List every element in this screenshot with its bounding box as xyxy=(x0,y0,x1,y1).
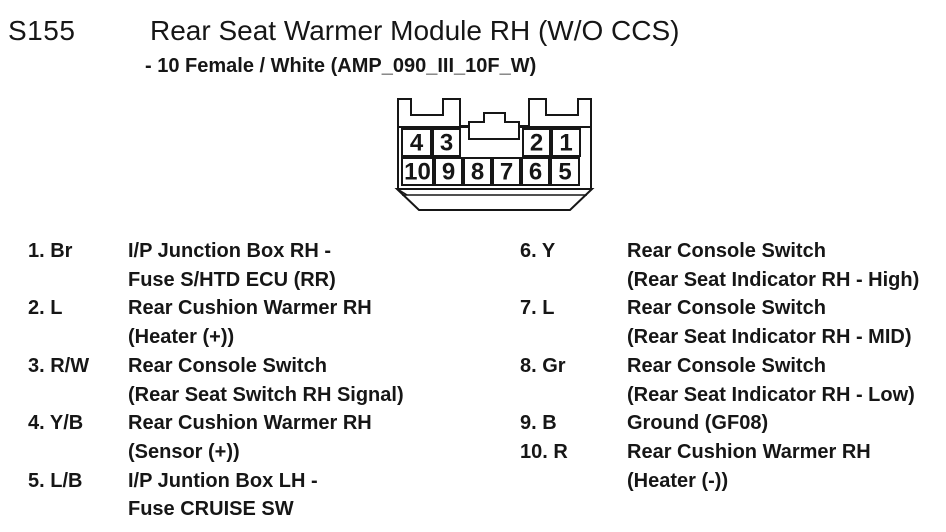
pin-cell-10 xyxy=(401,157,434,186)
pin-description-line: (Heater (-)) xyxy=(627,469,729,492)
pin-label: 9. B xyxy=(520,412,557,435)
pin-entry-10: 10. R Rear Cushion Warmer RH (Heater (-)… xyxy=(520,438,946,495)
pin-cell-1 xyxy=(551,128,581,157)
connector-latch xyxy=(468,112,520,140)
pin-description: Rear Console Switch (Rear Seat Indicator… xyxy=(627,237,946,294)
pin-cell-8 xyxy=(463,157,492,186)
pin-description-line: Ground (GF08) xyxy=(627,412,769,435)
pinout-column-right: 6. Y Rear Console Switch (Rear Seat Indi… xyxy=(520,237,946,495)
pin-description: Rear Console Switch (Rear Seat Indicator… xyxy=(627,352,946,409)
pin-cell-2 xyxy=(522,128,551,157)
pin-number: 7 xyxy=(500,159,513,186)
pin-description-line: (Rear Seat Indicator RH - MID) xyxy=(627,326,912,349)
pin-description: I/P Juntion Box LH - Fuse CRUISE SW xyxy=(128,467,478,524)
pin-cell-6 xyxy=(521,157,550,186)
pin-description-line: (Rear Seat Indicator RH - Low) xyxy=(627,383,915,406)
page-title: Rear Seat Warmer Module RH (W/O CCS) xyxy=(150,15,680,46)
pin-description-line: (Rear Seat Switch RH Signal) xyxy=(128,383,404,406)
pin-label: 10. R xyxy=(520,440,568,463)
pin-label: 2. L xyxy=(28,297,63,320)
pin-entry-2: 2. L Rear Cushion Warmer RH (Heater (+)) xyxy=(28,294,478,351)
skirt-notch xyxy=(398,189,408,196)
pin-number: 6 xyxy=(529,159,542,186)
pin-description: I/P Junction Box RH - Fuse S/HTD ECU (RR… xyxy=(128,237,478,294)
pin-description-line: Rear Console Switch xyxy=(627,240,826,262)
connector-id: S155 xyxy=(8,15,76,46)
pin-label: 3. R/W xyxy=(28,354,90,377)
pin-description-line: (Rear Seat Indicator RH - High) xyxy=(627,268,920,291)
pin-number: 4 xyxy=(410,130,424,157)
pin-description: Rear Cushion Warmer RH (Heater (-)) xyxy=(627,438,946,495)
pin-entry-5: 5. L/B I/P Juntion Box LH - Fuse CRUISE … xyxy=(28,467,478,524)
pin-label: 8. Gr xyxy=(520,354,566,377)
pin-label: 1. Br xyxy=(28,240,73,262)
pin-description-line: (Sensor (+)) xyxy=(128,440,240,463)
pin-description-line: (Heater (+)) xyxy=(128,326,235,349)
pin-description-line: Rear Cushion Warmer RH xyxy=(128,297,372,320)
pin-number: 10 xyxy=(404,159,431,186)
pin-cell-3 xyxy=(432,128,461,157)
connector-subtitle: - 10 Female / White (AMP_090_III_10F_W) xyxy=(145,55,537,77)
pin-label: 4. Y/B xyxy=(28,412,84,435)
pin-entry-1: 1. Br I/P Junction Box RH - Fuse S/HTD E… xyxy=(28,237,478,294)
pinout-column-left: 1. Br I/P Junction Box RH - Fuse S/HTD E… xyxy=(28,237,478,524)
pin-number: 9 xyxy=(442,159,455,186)
pin-entry-4: 4. Y/B Rear Cushion Warmer RH (Sensor (+… xyxy=(28,409,478,466)
pin-description: Rear Cushion Warmer RH (Sensor (+)) xyxy=(128,409,478,466)
pin-entry-9: 9. B Ground (GF08) xyxy=(520,409,946,438)
pin-label: 6. Y xyxy=(520,240,556,262)
pin-description-line: Rear Console Switch xyxy=(627,354,826,377)
pin-description-line: Fuse S/HTD ECU (RR) xyxy=(128,268,336,291)
pin-entry-3: 3. R/W Rear Console Switch (Rear Seat Sw… xyxy=(28,352,478,409)
pin-number: 3 xyxy=(440,130,453,157)
connector-diagram: 4 3 2 1 10 9 8 7 6 5 xyxy=(394,98,595,211)
pin-description-line: Rear Console Switch xyxy=(128,354,327,377)
pin-number: 2 xyxy=(530,130,543,157)
pin-description-line: Rear Cushion Warmer RH xyxy=(627,440,871,463)
pin-description-line: I/P Juntion Box LH - xyxy=(128,469,318,492)
pin-label: 5. L/B xyxy=(28,469,83,492)
pin-cell-7 xyxy=(492,157,521,186)
pin-description-line: Rear Cushion Warmer RH xyxy=(128,412,372,435)
pin-cell-5 xyxy=(550,157,580,186)
pin-entry-7: 7. L Rear Console Switch (Rear Seat Indi… xyxy=(520,294,946,351)
pin-description: Ground (GF08) xyxy=(627,409,946,438)
pin-label: 7. L xyxy=(520,297,555,320)
pin-number: 8 xyxy=(471,159,484,186)
pin-cell-4 xyxy=(401,128,432,157)
pin-entry-6: 6. Y Rear Console Switch (Rear Seat Indi… xyxy=(520,237,946,294)
pin-description-line: I/P Junction Box RH - xyxy=(128,240,331,262)
pin-cell-9 xyxy=(434,157,463,186)
connector-skirt xyxy=(394,188,595,211)
pin-description: Rear Console Switch (Rear Seat Switch RH… xyxy=(128,352,478,409)
pin-description-line: Rear Console Switch xyxy=(627,297,826,320)
pin-entry-8: 8. Gr Rear Console Switch (Rear Seat Ind… xyxy=(520,352,946,409)
pin-description-line: Fuse CRUISE SW xyxy=(128,498,294,521)
pin-description: Rear Console Switch (Rear Seat Indicator… xyxy=(627,294,946,351)
pin-number: 1 xyxy=(559,130,572,157)
pin-description: Rear Cushion Warmer RH (Heater (+)) xyxy=(128,294,478,351)
pin-number: 5 xyxy=(558,159,571,186)
